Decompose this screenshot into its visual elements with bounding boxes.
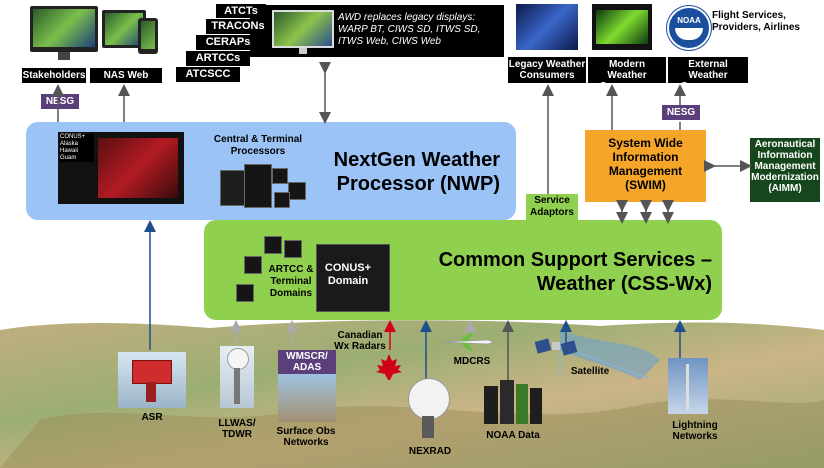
llwas-label: LLWAS/ TDWR bbox=[218, 418, 256, 440]
nesg-right-badge: NESG bbox=[662, 105, 700, 120]
legend-conus: CONUS+ bbox=[60, 134, 86, 140]
noaa-data-label: NOAA Data bbox=[486, 430, 540, 441]
stakeholders-label: Stakeholders bbox=[22, 68, 86, 83]
stack-item-atcscc: ATCSCC bbox=[176, 67, 240, 82]
noaa-data-image bbox=[484, 380, 544, 424]
stack-item-atcts: ATCTs bbox=[216, 4, 266, 18]
swim-line2: Information bbox=[612, 150, 679, 164]
conus-domain-label: CONUS+ Domain bbox=[324, 262, 372, 287]
devices-image bbox=[30, 6, 160, 64]
css-title-line2: Weather (CSS-Wx) bbox=[536, 273, 712, 295]
flight-services-label: Flight Services, Providers, Airlines bbox=[712, 10, 800, 33]
surface-obs-image bbox=[278, 372, 336, 422]
artcc-domains-label: ARTCC & Terminal Domains bbox=[268, 264, 314, 299]
swim-line1: System Wide bbox=[608, 136, 683, 150]
surface-obs-label: Surface Obs Networks bbox=[276, 426, 336, 448]
css-title-line1: Common Support Services – bbox=[438, 249, 712, 271]
external-consumers-label: External Weather Consumers bbox=[668, 57, 748, 92]
stack-item-ceraps: CERAPs bbox=[196, 35, 260, 50]
legacy-consumers-label: Legacy Weather Consumers bbox=[508, 57, 586, 83]
lightning-label: Lightning Networks bbox=[672, 420, 718, 442]
lightning-image bbox=[668, 358, 708, 414]
satellite-icon bbox=[534, 334, 578, 360]
llwas-image bbox=[220, 346, 254, 408]
wmscr-badge: WMSCR/ ADAS bbox=[278, 350, 336, 374]
stack-item-tracons: TRACONs bbox=[206, 19, 270, 34]
service-adaptors-box: Service Adaptors bbox=[526, 194, 578, 220]
mdcrs-airplane-icon bbox=[440, 332, 496, 352]
canadian-flag-icon bbox=[374, 352, 404, 382]
satellite-label: Satellite bbox=[570, 366, 610, 377]
swim-line3: Management bbox=[608, 164, 683, 178]
nwp-title-line1: NextGen Weather bbox=[333, 149, 500, 171]
nesg-left-badge: NESG bbox=[41, 94, 79, 109]
swim-box bbox=[585, 130, 706, 202]
processors-label: Central & Terminal Processors bbox=[213, 134, 303, 157]
awd-description: AWD replaces legacy displays: WARP BT, C… bbox=[338, 12, 481, 47]
nwp-title-line2: Processor (NWP) bbox=[336, 173, 500, 195]
conus-servers-image bbox=[316, 244, 390, 312]
canadian-radars-label: Canadian Wx Radars bbox=[334, 330, 386, 352]
mdcrs-label: MDCRS bbox=[453, 356, 491, 367]
legacy-display-image bbox=[516, 4, 578, 50]
swim-line4: (SWIM) bbox=[625, 178, 666, 192]
artcc-servers-image bbox=[236, 236, 306, 302]
aimm-box: Aeronautical Information Management Mode… bbox=[750, 138, 820, 202]
legend-hawaii: Hawaii bbox=[60, 148, 79, 154]
nexrad-label: NEXRAD bbox=[408, 446, 452, 457]
modern-consumers-label: Modern Weather Consumers bbox=[588, 57, 666, 92]
asr-image bbox=[118, 352, 186, 408]
asr-label: ASR bbox=[141, 412, 163, 423]
awd-monitor bbox=[272, 10, 334, 54]
modern-display-image bbox=[592, 4, 652, 50]
stack-item-artccs: ARTCCs bbox=[186, 51, 250, 66]
legend-alaska: Alaska bbox=[60, 141, 79, 147]
nexrad-image bbox=[406, 378, 450, 438]
processors-image bbox=[220, 164, 310, 212]
css-wx-box bbox=[204, 220, 722, 320]
nwp-map-legend: CONUS+ Alaska Hawaii Guam bbox=[60, 134, 94, 162]
legend-guam: Guam bbox=[60, 155, 77, 161]
noaa-logo: NOAA bbox=[667, 6, 711, 50]
